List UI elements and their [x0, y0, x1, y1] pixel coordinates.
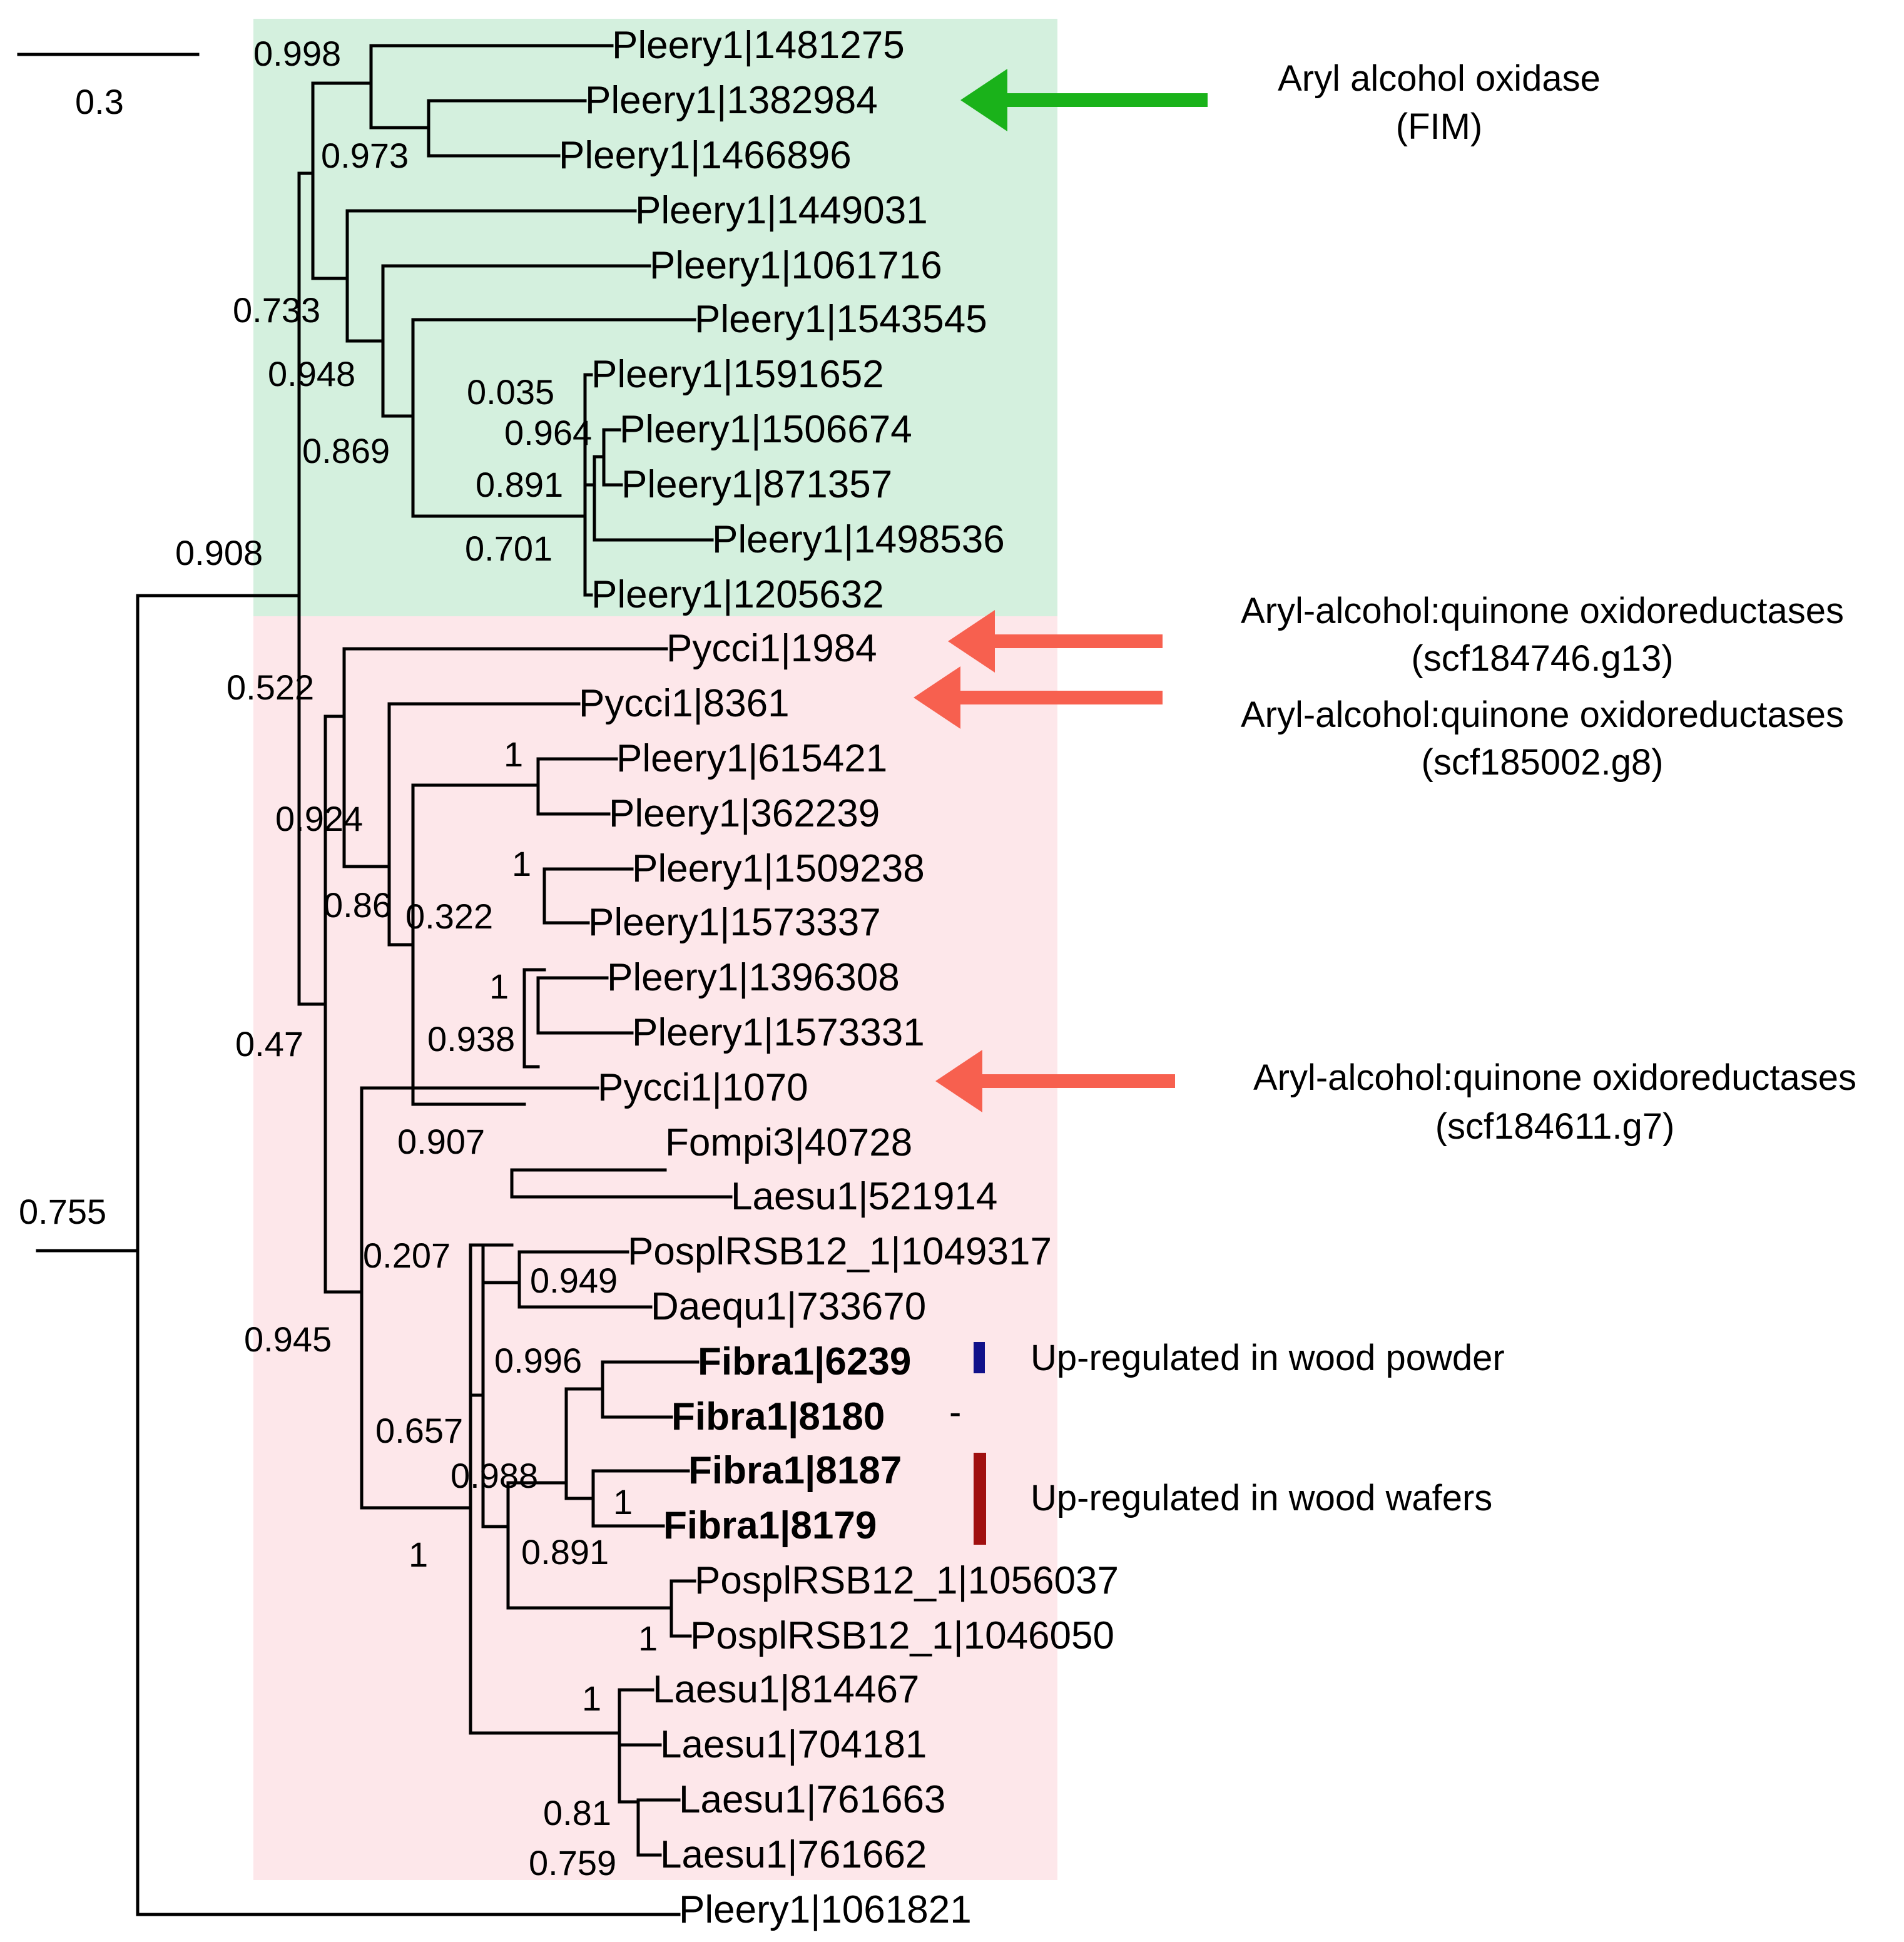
support-value: 0.973: [321, 136, 409, 175]
aryl-alcohol-oxidase-clade-highlight: [253, 19, 1057, 616]
aao-label-line1: Aryl alcohol oxidase: [1278, 58, 1601, 99]
aqo2-label-line2: (scf185002.g8): [1422, 742, 1664, 783]
aqo-clade-highlight: [253, 616, 1057, 1880]
support-value: 0.657: [375, 1411, 463, 1450]
support-value: 0.322: [405, 897, 493, 936]
support-value: 1: [409, 1535, 428, 1574]
support-value: 0.81: [543, 1793, 611, 1833]
support-value: 0.759: [529, 1843, 616, 1883]
leaf-label: Fibra1|8179: [663, 1504, 877, 1548]
wood-wafers-label: Up-regulated in wood wafers: [1031, 1478, 1492, 1518]
leaf-label: Pleery1|1382984: [585, 79, 878, 122]
green-arrow-head: [960, 69, 1007, 131]
support-value: 0.945: [244, 1319, 332, 1359]
leaf-label: Pleery1|615421: [616, 737, 887, 780]
leaf-label: Pleery1|1509238: [632, 847, 925, 890]
support-value: 0.891: [476, 465, 563, 504]
scale-bar: 0.3: [17, 53, 200, 121]
leaf-label: Pleery1|1543545: [695, 298, 987, 341]
wood-powder-marker: [974, 1342, 985, 1373]
support-value: 0.988: [451, 1456, 538, 1495]
leaf-label: Pleery1|1205632: [591, 573, 884, 616]
leaf-label: Pleery1|1481275: [612, 24, 905, 67]
wood-wafers-marker: [974, 1453, 986, 1545]
aqo3-label-line2: (scf184611.g7): [1435, 1106, 1675, 1147]
support-value: 0.891: [521, 1532, 609, 1572]
red-arrow-1-head: [948, 610, 995, 673]
leaf-label: Laesu1|761663: [679, 1778, 945, 1821]
wood-powder-label: Up-regulated in wood powder: [1031, 1338, 1505, 1378]
support-values: 0.998 0.973 0.733 0.948 0.869 0.035 0.96…: [19, 34, 658, 1883]
leaf-label: PosplRSB12_1|1056037: [695, 1559, 1119, 1602]
leaf-label: Fibra1|6239: [698, 1340, 911, 1384]
support-value: 0.701: [465, 529, 552, 568]
aao-label-line2: (FIM): [1396, 106, 1483, 147]
leaf-label: Pycci1|8361: [579, 682, 790, 725]
leaf-label: Pleery1|362239: [609, 792, 880, 835]
support-value: 0.207: [363, 1236, 451, 1275]
leaf-label: Fompi3|40728: [665, 1121, 912, 1164]
leaf-label: Fibra1|8180: [671, 1395, 885, 1439]
support-value: 0.964: [504, 413, 592, 452]
support-value: 0.47: [235, 1024, 303, 1064]
leaf-label: Laesu1|521914: [731, 1175, 997, 1218]
support-value: 1: [638, 1619, 658, 1658]
leaf-label: Laesu1|704181: [660, 1723, 927, 1766]
leaf-label: Pleery1|1591652: [591, 353, 884, 396]
leaf-label: Pleery1|1498536: [712, 518, 1005, 561]
aqo2-label-line1: Aryl-alcohol:quinone oxidoreductases: [1241, 694, 1844, 735]
leaf-label: Pycci1|1984: [666, 627, 877, 670]
support-value: 0.522: [227, 668, 314, 707]
aqo1-label-line1: Aryl-alcohol:quinone oxidoreductases: [1241, 591, 1844, 631]
support-value: 0.908: [175, 533, 263, 572]
leaf-label: Pleery1|871357: [621, 463, 892, 506]
leaf-labels: Pleery1|1481275 Pleery1|1382984 Pleery1|…: [559, 24, 1119, 1931]
leaf-label: Pycci1|1070: [598, 1066, 808, 1109]
annotation-labels: Aryl alcohol oxidase (FIM) Aryl-alcohol:…: [949, 58, 1856, 1545]
support-value: 1: [512, 844, 531, 883]
leaf-label: Pleery1|1573331: [632, 1011, 925, 1054]
leaf-label: Fibra1|8187: [688, 1449, 902, 1493]
red-arrow-3-head: [935, 1050, 982, 1112]
support-value: 0.733: [233, 290, 320, 330]
support-value: 0.755: [19, 1192, 106, 1231]
support-value: 0.948: [268, 354, 355, 394]
leaf-label: Pleery1|1061716: [649, 244, 942, 287]
annotation-arrows: [914, 69, 1208, 1112]
support-value: 0.938: [427, 1019, 515, 1059]
leaf-label: Laesu1|814467: [653, 1668, 919, 1711]
support-value: 0.907: [397, 1122, 485, 1161]
leaf-label: Laesu1|761662: [660, 1833, 927, 1876]
support-value: 0.86: [323, 885, 392, 925]
leaf-label: PosplRSB12_1|1046050: [690, 1614, 1114, 1657]
aqo3-label-line1: Aryl-alcohol:quinone oxidoreductases: [1253, 1057, 1856, 1098]
leaf-label: Pleery1|1573337: [588, 901, 881, 944]
leaf-label: Pleery1|1466896: [559, 134, 852, 177]
support-value: 1: [489, 967, 509, 1006]
support-value: 0.996: [494, 1341, 582, 1380]
leaf-label: Pleery1|1061821: [679, 1888, 972, 1931]
support-value: 0.998: [253, 34, 341, 73]
scale-bar-label: 0.3: [75, 82, 124, 121]
support-value: 1: [613, 1482, 633, 1522]
tree-branches: [36, 44, 733, 1916]
support-value: 1: [582, 1679, 601, 1718]
leaf-label: PosplRSB12_1|1049317: [628, 1230, 1052, 1273]
aqo1-label-line2: (scf184746.g13): [1411, 638, 1673, 679]
support-value: 0.035: [467, 372, 554, 412]
leaf-label: Pleery1|1396308: [607, 956, 900, 999]
leaf-label: Pleery1|1506674: [619, 408, 912, 451]
dash-marker: -: [949, 1392, 961, 1433]
leaf-label: Daequ1|733670: [651, 1285, 926, 1328]
red-arrow-2-head: [914, 666, 960, 729]
leaf-label: Pleery1|1449031: [635, 189, 928, 232]
support-value: 0.949: [530, 1261, 618, 1300]
support-value: 0.924: [275, 799, 363, 838]
support-value: 1: [504, 735, 523, 774]
support-value: 0.869: [302, 431, 390, 470]
